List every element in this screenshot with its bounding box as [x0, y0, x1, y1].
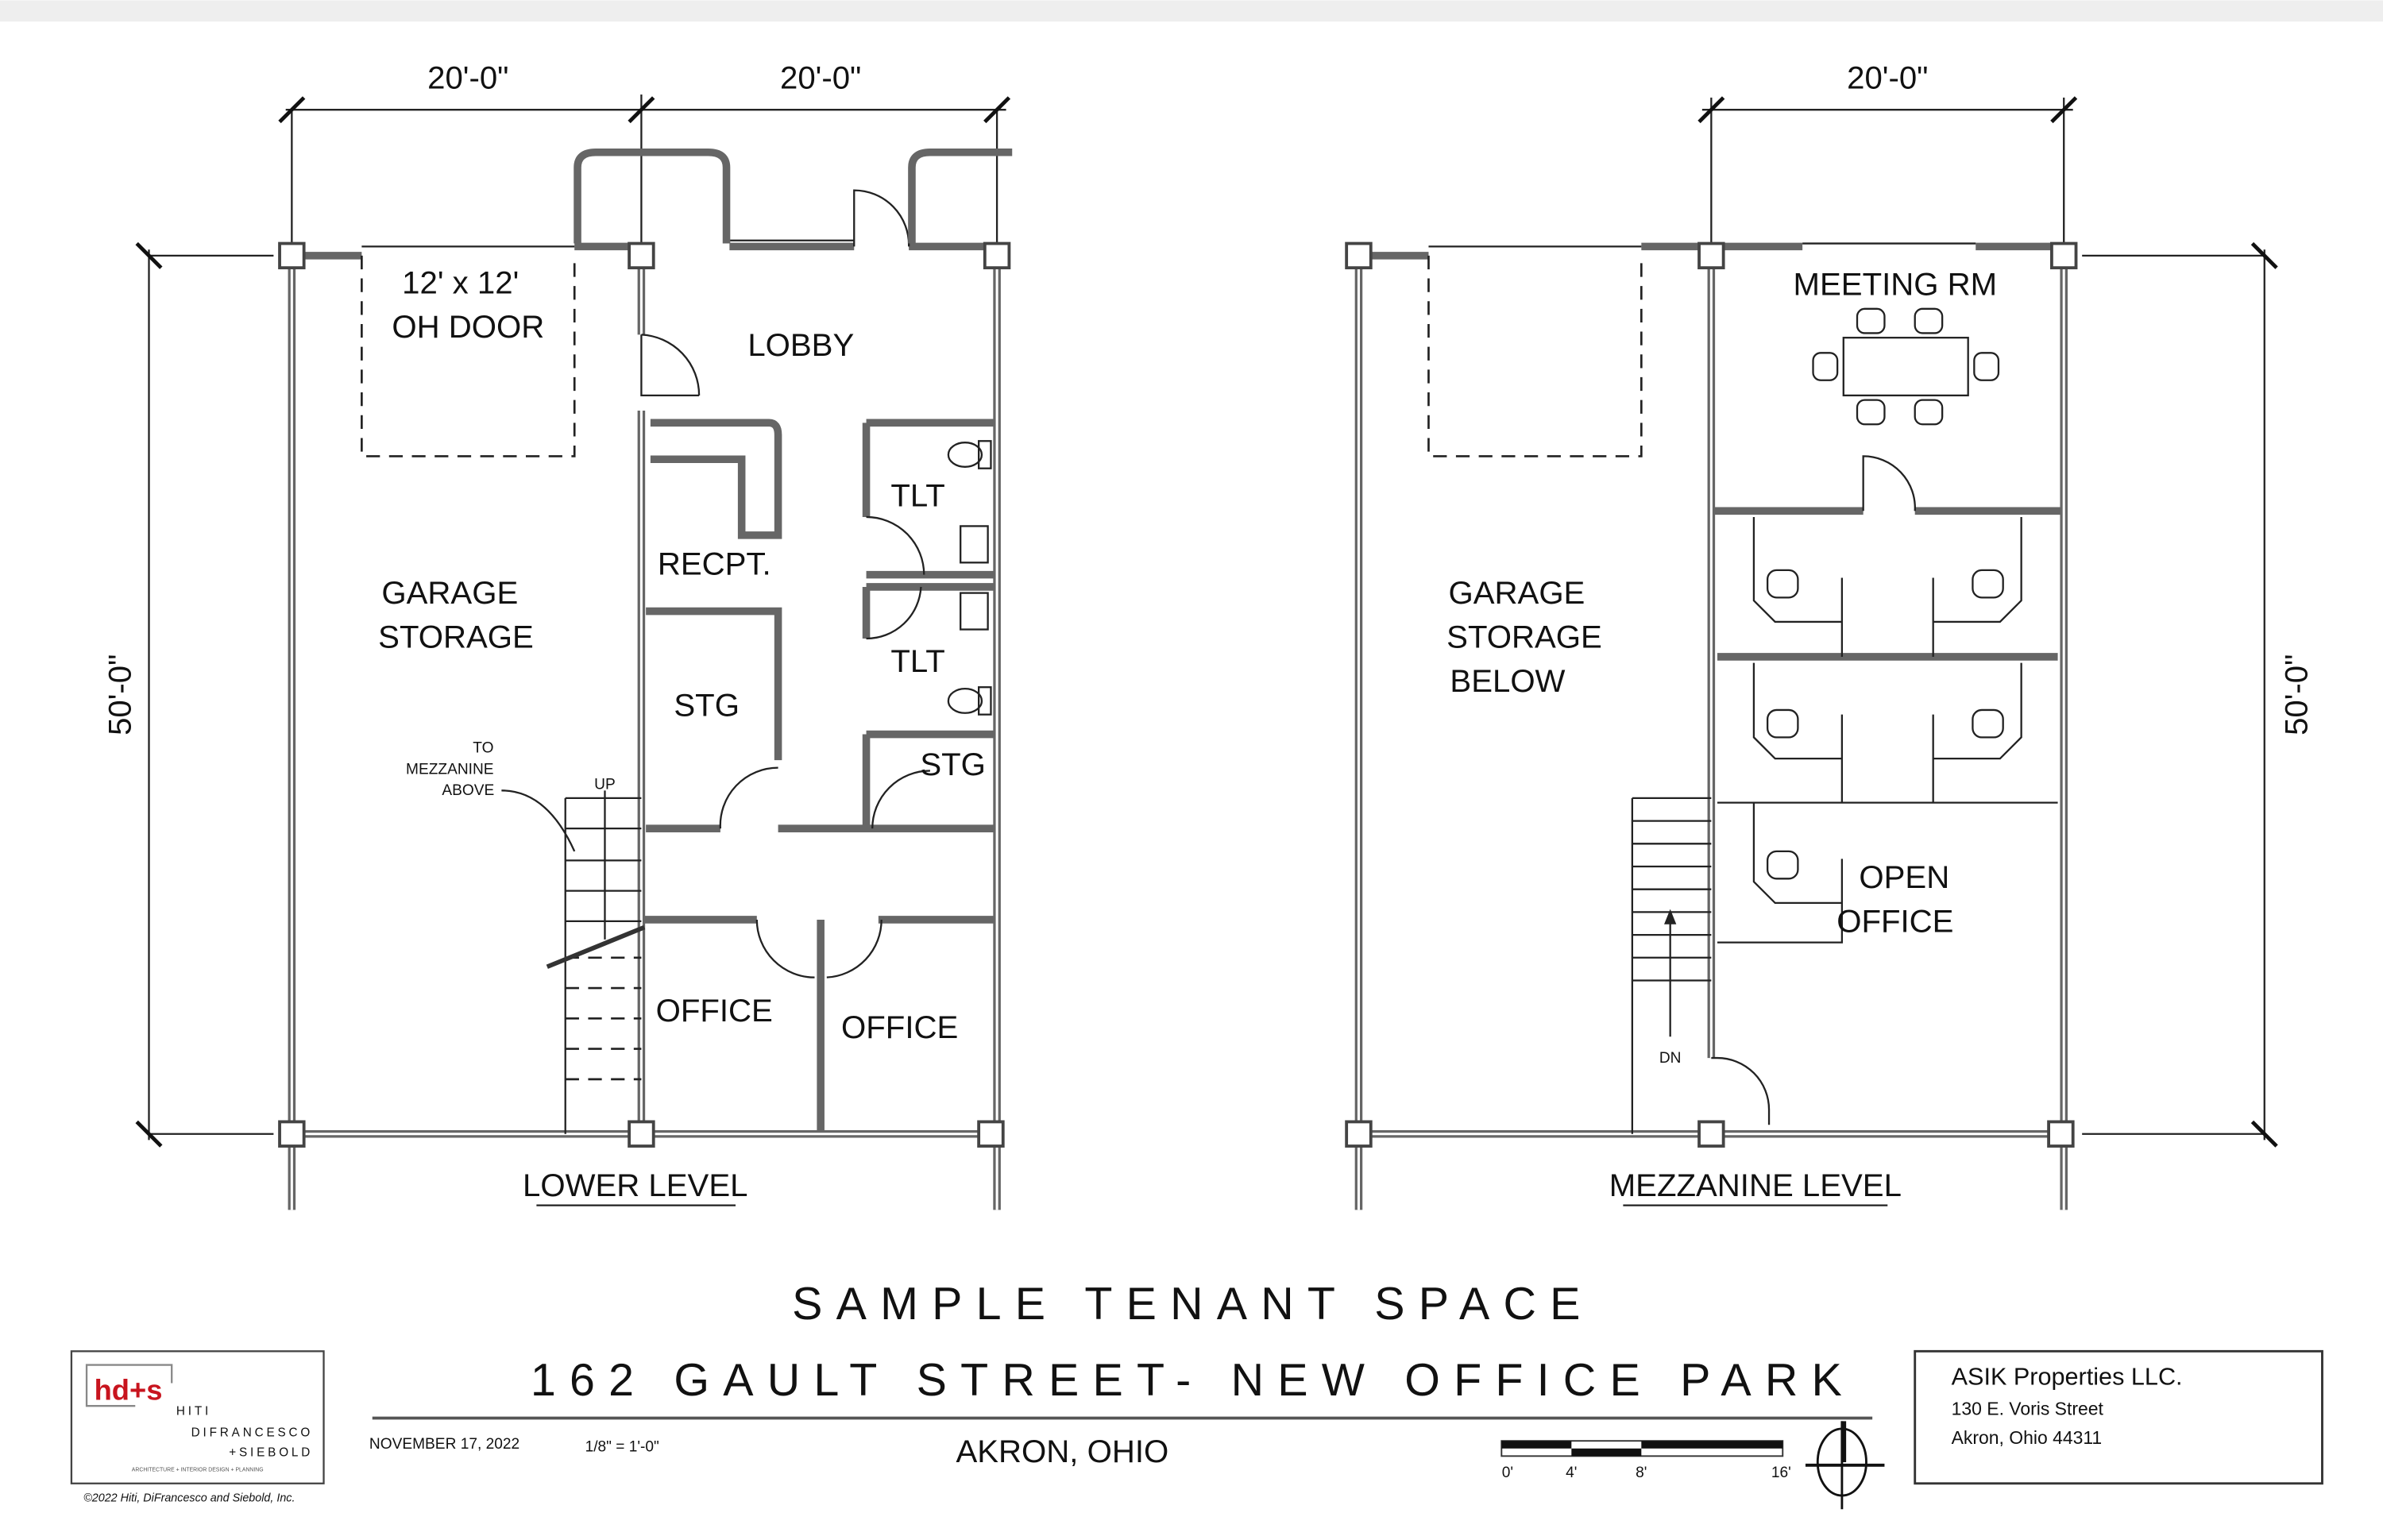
scale-bar: 0' 4' 8' 16' [1500, 1440, 1791, 1481]
stair-up-label: UP [594, 776, 616, 793]
room-label: OFFICE [1836, 903, 1953, 939]
room-label: RECPT. [658, 546, 771, 582]
reception-desk [650, 419, 782, 539]
columns [1345, 241, 2078, 1148]
sheet-address: 162 GAULT STREET- NEW OFFICE PARK [531, 1355, 1856, 1406]
room-label: TLT [890, 643, 944, 679]
logo-mark: hd+s [95, 1374, 163, 1407]
room-label: GARAGE [381, 575, 518, 611]
dim-label: 50'-0" [102, 654, 138, 735]
client-box: ASIK Properties LLC. 130 E. Voris Street… [1914, 1349, 2323, 1485]
dimension-side: 50'-0" [2082, 241, 2314, 1148]
client-city: Akron, Ohio 44311 [1952, 1427, 2103, 1448]
scale-label: 16' [1771, 1465, 1791, 1481]
firm-name: DIFRANCESCO [191, 1426, 313, 1439]
mezzanine-level-plan: 20'-0" 50'-0" [1345, 60, 2314, 1210]
room-label: BELOW [1450, 663, 1565, 699]
plan-title: LOWER LEVEL [523, 1168, 747, 1203]
dim-label: 20'-0" [1847, 60, 1928, 95]
firm-logo: hd+s HITI DIFRANCESCO +SIEBOLD ARCHITECT… [70, 1350, 325, 1505]
door [1862, 455, 1916, 511]
stair-note: TO [473, 739, 493, 756]
stair-note: ABOVE [442, 782, 494, 799]
firm-name: HITI [176, 1405, 211, 1418]
room-label: 12' x 12' [402, 265, 519, 301]
plan-title: MEZZANINE LEVEL [1609, 1168, 1902, 1203]
stair-down: DN [1631, 797, 1712, 1134]
door [1711, 1056, 1771, 1125]
overhead-door-outline [1427, 255, 1643, 457]
room-label: STG [674, 688, 740, 724]
dim-label: 50'-0" [2278, 654, 2314, 735]
room-label: OFFICE [656, 993, 773, 1029]
scale-label: 4' [1566, 1465, 1577, 1481]
room-label: MEETING RM [1794, 267, 1998, 303]
sheet-scale: 1/8" = 1'-0" [585, 1439, 659, 1456]
room-label: GARAGE [1449, 575, 1585, 611]
firm-name: +SIEBOLD [229, 1445, 313, 1459]
doors [640, 189, 930, 978]
lower-level-plan: 20'-0" 20'-0" 50'-0" [102, 60, 1013, 1210]
cubicles [1717, 516, 2058, 944]
room-label: TLT [890, 478, 944, 514]
dim-label: 20'-0" [427, 60, 508, 95]
overhead-door-outline [361, 255, 576, 457]
room-label: STG [920, 747, 986, 782]
room-label: OH DOOR [392, 309, 544, 345]
dimension-top: 20'-0" [1697, 60, 2078, 244]
client-street: 130 E. Voris Street [1952, 1399, 2104, 1419]
stair-dn-label: DN [1659, 1050, 1682, 1067]
title-block: SAMPLE TENANT SPACE 162 GAULT STREET- NE… [70, 1279, 2323, 1510]
room-label: STORAGE [378, 619, 534, 654]
dimension-side: 50'-0" [102, 241, 274, 1148]
sheet-city: AKRON, OHIO [956, 1434, 1168, 1469]
vestibule [908, 148, 1013, 244]
columns [278, 241, 1011, 1148]
dimension-top: 20'-0" 20'-0" [278, 60, 1011, 244]
copyright: ©2022 Hiti, DiFrancesco and Siebold, Inc… [83, 1492, 295, 1505]
room-label: STORAGE [1446, 619, 1602, 654]
room-label: OPEN [1859, 859, 1949, 895]
toilet-fixtures [947, 440, 992, 716]
north-arrow-icon [1805, 1421, 1885, 1510]
room-label: OFFICE [841, 1009, 958, 1045]
stair-note: MEZZANINE [406, 761, 494, 778]
scale-label: 8' [1636, 1465, 1647, 1481]
stair-up: UP TO MEZZANINE ABOVE [406, 739, 646, 1134]
meeting-table [1812, 307, 2000, 426]
dim-label: 20'-0" [780, 60, 861, 95]
client-name: ASIK Properties LLC. [1952, 1363, 2183, 1390]
sheet-title: SAMPLE TENANT SPACE [792, 1279, 1594, 1330]
firm-tagline: ARCHITECTURE + INTERIOR DESIGN + PLANNIN… [132, 1467, 264, 1472]
sheet-date: NOVEMBER 17, 2022 [369, 1436, 519, 1453]
room-label: LOBBY [747, 327, 854, 363]
scale-label: 0' [1502, 1465, 1513, 1481]
vestibule [574, 148, 731, 244]
